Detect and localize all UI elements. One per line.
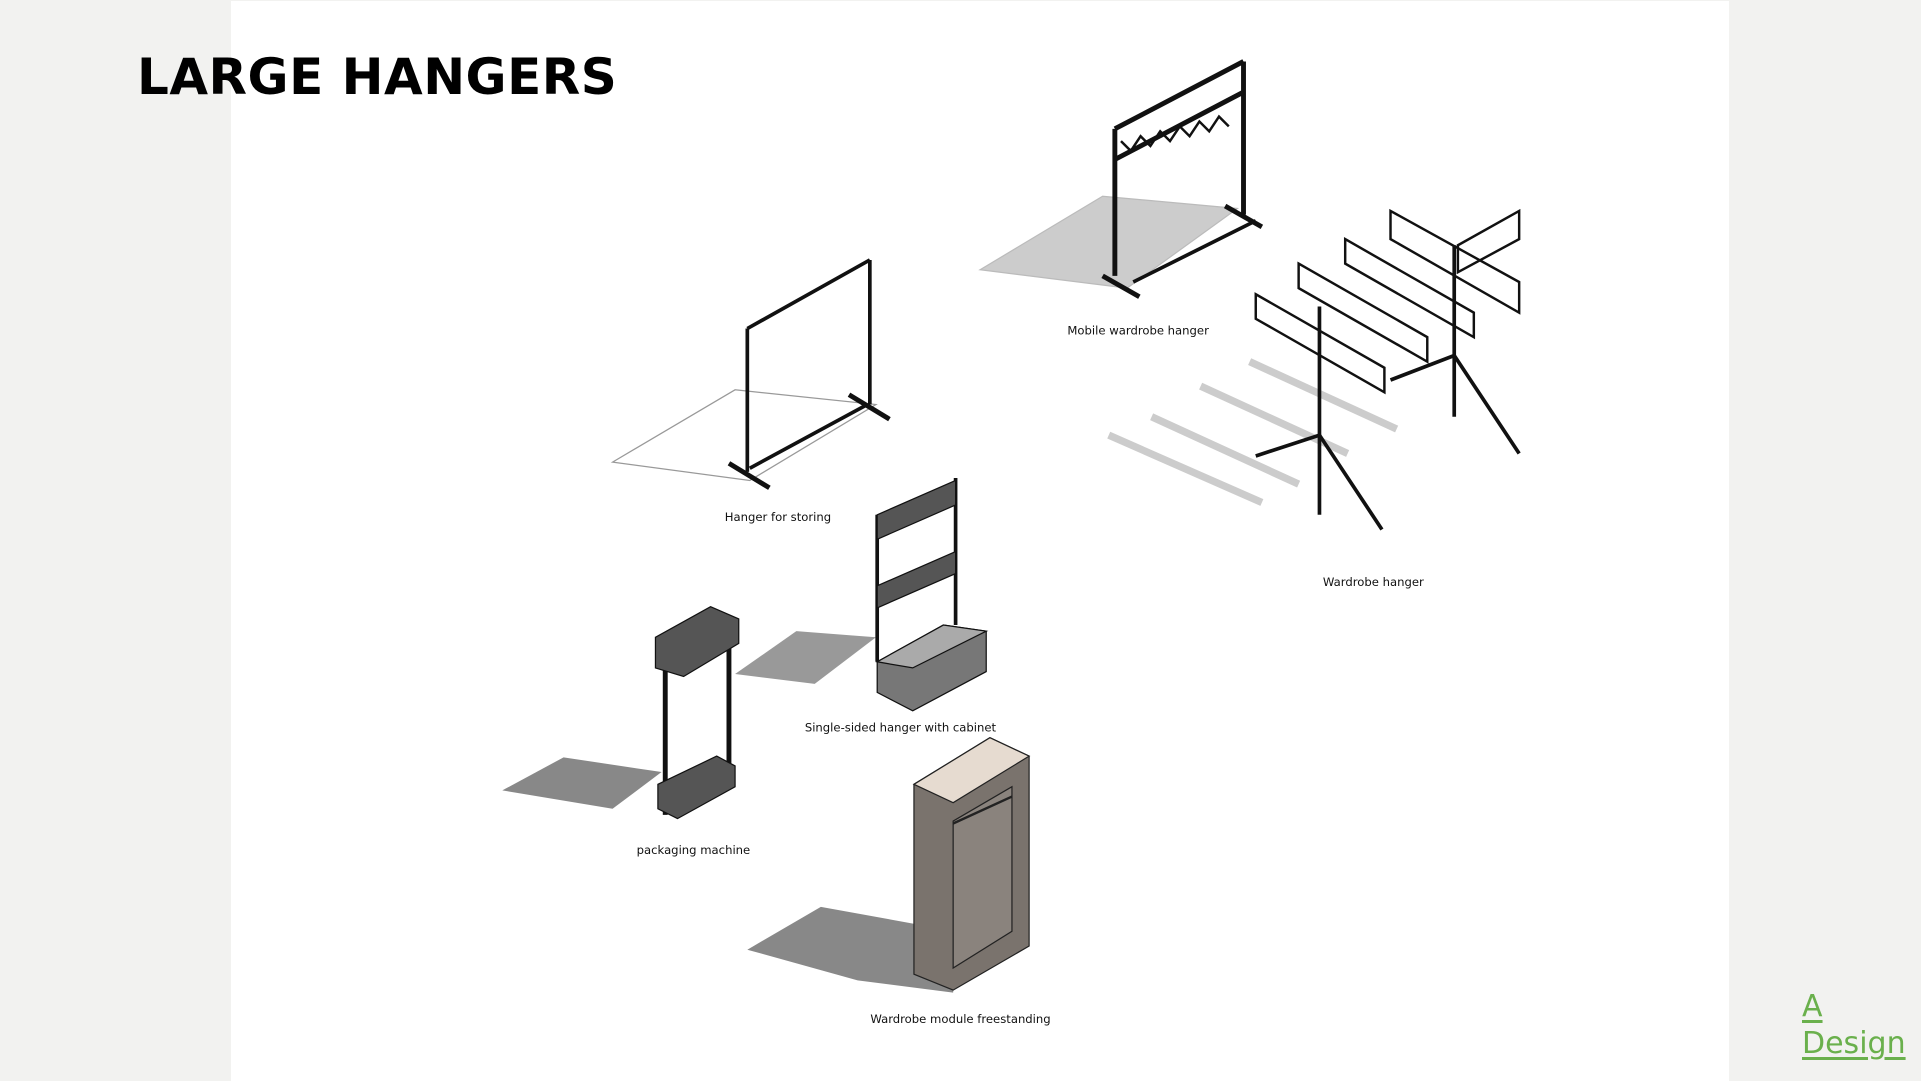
item-label: Wardrobe module freestanding [870,1012,1050,1026]
wardrobe-module-freestanding-illustration [747,737,1031,993]
item-label: packaging machine [637,843,751,857]
item-label: Wardrobe hanger [1323,575,1424,589]
single-sided-hanger-with-cabinet-illustration [735,478,989,712]
logo-line-design: Design [1802,1026,1906,1061]
mobile-wardrobe-hanger-illustration [978,59,1264,299]
item-label: Hanger for storing [725,510,831,524]
page-title: LARGE HANGERS [137,48,618,106]
hanger-for-storing-illustration [610,258,891,490]
wardrobe-hanger-illustration [1107,208,1521,531]
brand-logo[interactable]: A Design [1802,988,1906,1062]
logo-line-a: A [1802,989,1823,1024]
packaging-machine-illustration [502,605,740,820]
item-label: Single-sided hanger with cabinet [805,721,997,735]
item-label: Mobile wardrobe hanger [1067,324,1209,338]
